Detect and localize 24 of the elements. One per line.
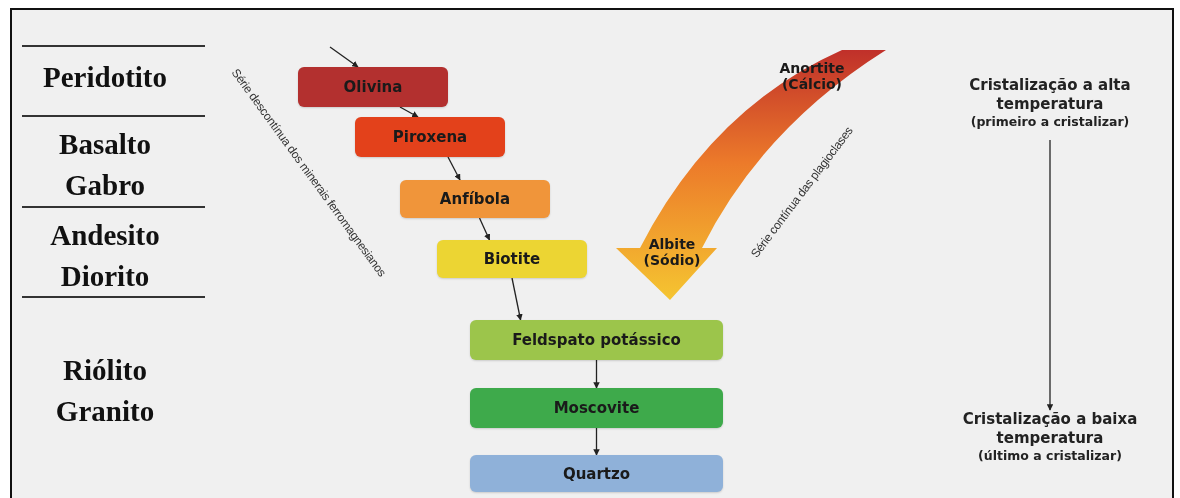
temperature-heading: Cristalização a alta temperatura bbox=[968, 76, 1132, 114]
arrow bbox=[1046, 139, 1054, 411]
rock-name: Basalto Gabro bbox=[58, 127, 152, 203]
mineral-box: Olivina bbox=[298, 67, 448, 107]
mineral-box: Anfíbola bbox=[400, 180, 550, 218]
temperature-note: (último a cristalizar) bbox=[978, 448, 1122, 464]
arrow bbox=[478, 217, 491, 241]
arrow bbox=[593, 427, 600, 456]
arrow bbox=[399, 106, 419, 118]
mineral-box: Quartzo bbox=[470, 455, 723, 492]
arrow bbox=[329, 46, 359, 68]
mineral-label: Albite (Sódio) bbox=[642, 236, 702, 268]
temperature-heading: Cristalização a baixa temperatura bbox=[961, 410, 1139, 448]
arrow bbox=[447, 156, 461, 181]
rock-name: Peridotito bbox=[42, 60, 168, 95]
arrow bbox=[511, 277, 523, 321]
mineral-box: Biotite bbox=[437, 240, 587, 278]
temperature-note: (primeiro a cristalizar) bbox=[970, 114, 1130, 130]
rock-name: Riólito Granito bbox=[54, 353, 156, 429]
mineral-box: Feldspato potássico bbox=[470, 320, 723, 360]
arrow bbox=[593, 359, 600, 389]
mineral-box: Moscovite bbox=[470, 388, 723, 428]
rock-name: Andesito Diorito bbox=[49, 218, 161, 294]
mineral-box: Piroxena bbox=[355, 117, 505, 157]
